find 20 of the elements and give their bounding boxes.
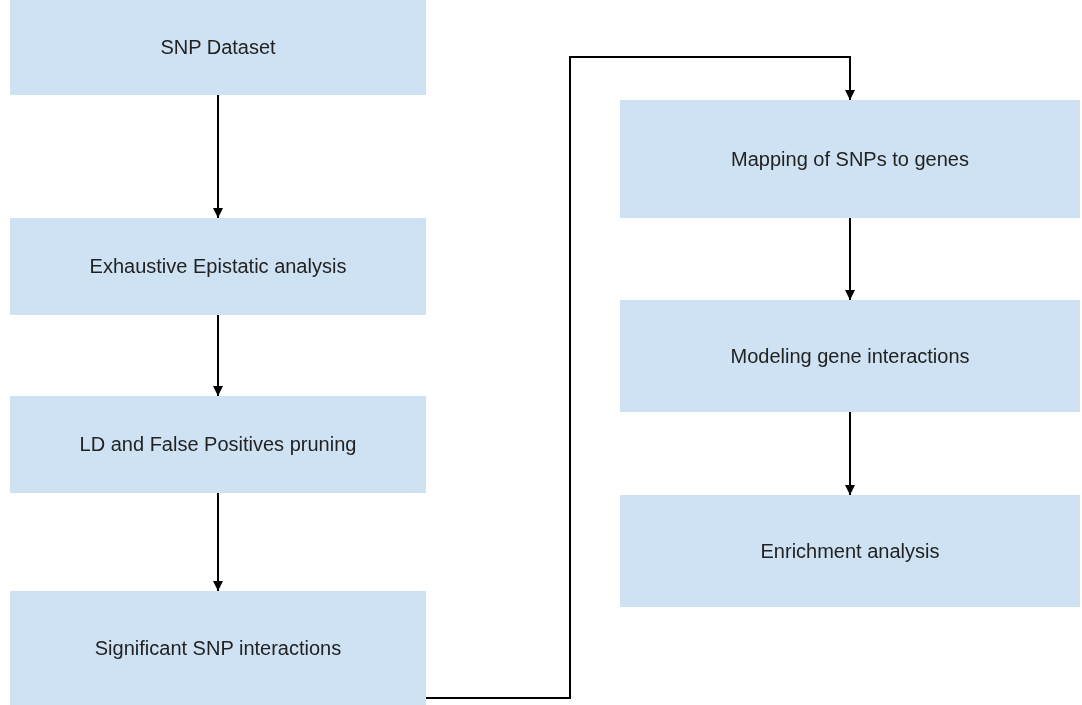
box-label: Mapping of SNPs to genes (731, 147, 969, 171)
box-label: Modeling gene interactions (730, 344, 970, 368)
process-box (10, 218, 426, 315)
process-box (620, 495, 1080, 607)
process-box (10, 0, 426, 95)
arrow (213, 314, 223, 397)
box-label: SNP Dataset (160, 36, 276, 59)
arrow (425, 56, 855, 699)
box-label: Enrichment analysis (760, 539, 940, 563)
box-label: Exhaustive Epistatic analysis (89, 255, 347, 278)
arrow (213, 94, 223, 219)
arrow (213, 492, 223, 592)
box-label: LD and False Positives pruning (79, 433, 357, 456)
arrow (845, 217, 855, 301)
process-box (620, 100, 1080, 218)
process-box (10, 591, 426, 705)
process-box (620, 300, 1080, 412)
arrow (845, 411, 855, 496)
process-box (10, 396, 426, 493)
box-label: Significant SNP interactions (94, 636, 342, 660)
